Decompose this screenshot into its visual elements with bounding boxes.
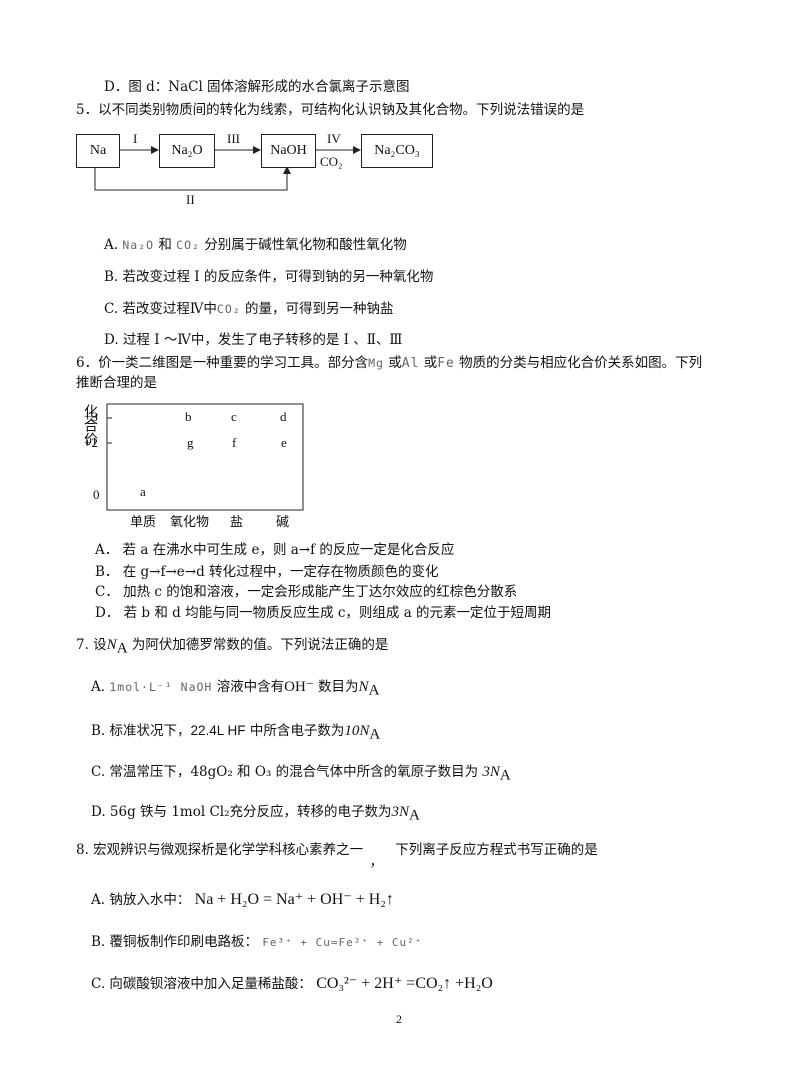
point-b: b (185, 409, 192, 424)
point-f: f (232, 435, 237, 450)
q7-option-c: C. 常温常压下，48gO₂ 和 O₃ 的混合气体中所含的氧原子数目为 3NA (91, 764, 511, 784)
q8-option-a: A. 钠放入水中： Na + H₂O = Na⁺ + OH⁻ + H₂↑ (91, 891, 394, 908)
label-co2: CO₂ (320, 154, 343, 169)
q6-stem-line1: 6．价一类二维图是一种重要的学习工具。部分含Mg 或Al 或Fe 物质的分类与相… (76, 355, 703, 371)
ytick-zero: 0 (93, 487, 100, 502)
point-c: c (231, 409, 237, 424)
point-a: a (140, 484, 146, 499)
equation-a: Na + H₂O = Na⁺ + OH⁻ + H₂↑ (194, 891, 394, 908)
q4-option-d: D．图 d：NaCl 固体溶解形成的水合氯离子示意图 (104, 79, 410, 95)
xcat-base: 碱 (276, 515, 290, 530)
ytick-plus2: +2 (84, 435, 98, 450)
q5-option-d: D. 过程 I ～Ⅳ中，发生了电子转移的是 I 、Ⅱ、Ⅲ (104, 332, 403, 348)
q7-stem: 7. 设NA 为阿伏加德罗常数的值。下列说法正确的是 (76, 637, 389, 657)
q6-stem-line2: 推断合理的是 (76, 375, 157, 391)
point-g: g (187, 435, 194, 450)
q7-option-d: D. 56g 铁与 1mol Cl₂充分反应，转移的电子数为3NA (91, 804, 420, 824)
point-e: e (281, 435, 287, 450)
point-d: d (280, 409, 287, 424)
equation-c: CO₃²⁻ + 2H⁺ =CO₂↑ +H₂O (316, 975, 493, 992)
formula-oh: OH⁻ (284, 679, 314, 695)
q8-stem: 8. 宏观辨识与微观探析是化学学科核心素养之一 ， 下列离子反应方程式书写正确的… (76, 842, 598, 870)
q7-option-a: A. 1mol·L⁻¹ NaOH 溶液中含有OH⁻ 数目为NA (91, 679, 380, 699)
equation-b: Fe³⁺ + Cu=Fe²⁺ + Cu²⁺ (262, 936, 423, 949)
q5-option-b: B. 若改变过程 I 的反应条件，可得到钠的另一种氧化物 (104, 269, 434, 285)
ytick-plus3: +3 (84, 409, 98, 424)
q6-option-a: A． 若 a 在沸水中可生成 e，则 a→f 的反应一定是化合反应 (95, 542, 455, 558)
node-na2o: Na₂O (159, 134, 215, 168)
xcat-element: 单质 (130, 515, 157, 530)
chart-ylabel: 化合价 (82, 404, 98, 446)
flow-arrows (94, 146, 361, 191)
formula-na2o: Na₂O (122, 238, 155, 252)
node-na: Na (76, 134, 120, 168)
node-na2co3: Na₂CO₃ (361, 134, 433, 168)
xcat-salt: 盐 (230, 515, 244, 530)
arrow-ii (94, 166, 291, 191)
q8-option-c: C. 向碳酸钡溶液中加入足量稀盐酸： CO₃²⁻ + 2H⁺ =CO₂↑ +H₂… (91, 975, 493, 992)
q6-option-d: D． 若 b 和 d 均能与同一物质反应生成 c，则组成 a 的元素一定位于短周… (95, 605, 552, 621)
q5-stem: 5．以不同类别物质间的转化为线索，可结构化认识钠及其化合物。下列说法错误的是 (76, 102, 585, 118)
q5-option-a: A. Na₂O 和 CO₂ 分别属于碱性氧化物和酸性氧化物 (104, 237, 407, 253)
formula-co2: CO₂ (176, 238, 200, 252)
label-ii: II (186, 192, 195, 207)
q5-option-c: C. 若改变过程Ⅳ中CO₂ 的量，可得到另一种钠盐 (104, 301, 394, 317)
q6-option-c: C． 加热 c 的饱和溶液，一定会形成能产生丁达尔效应的红棕色分散系 (95, 584, 518, 600)
label-i: I (133, 131, 138, 146)
xcat-oxide: 氧化物 (170, 515, 210, 530)
page-number: 2 (396, 1012, 402, 1026)
q8-option-b: B. 覆铜板制作印刷电路板： Fe³⁺ + Cu=Fe²⁺ + Cu²⁺ (91, 934, 423, 950)
node-naoh: NaOH (261, 134, 316, 168)
q6-option-b: B． 在 g→f→e→d 转化过程中，一定存在物质颜色的变化 (95, 564, 439, 580)
chart-frame (106, 403, 304, 511)
q7-option-b: B. 标准状况下，22.4L HF 中所含电子数为10NA (91, 723, 381, 743)
formula-co2-c: CO₂ (216, 302, 241, 316)
label-iii: III (227, 131, 240, 146)
formula-naoh: 1mol·L⁻¹ NaOH (109, 680, 213, 694)
label-iv: IV (327, 131, 341, 146)
